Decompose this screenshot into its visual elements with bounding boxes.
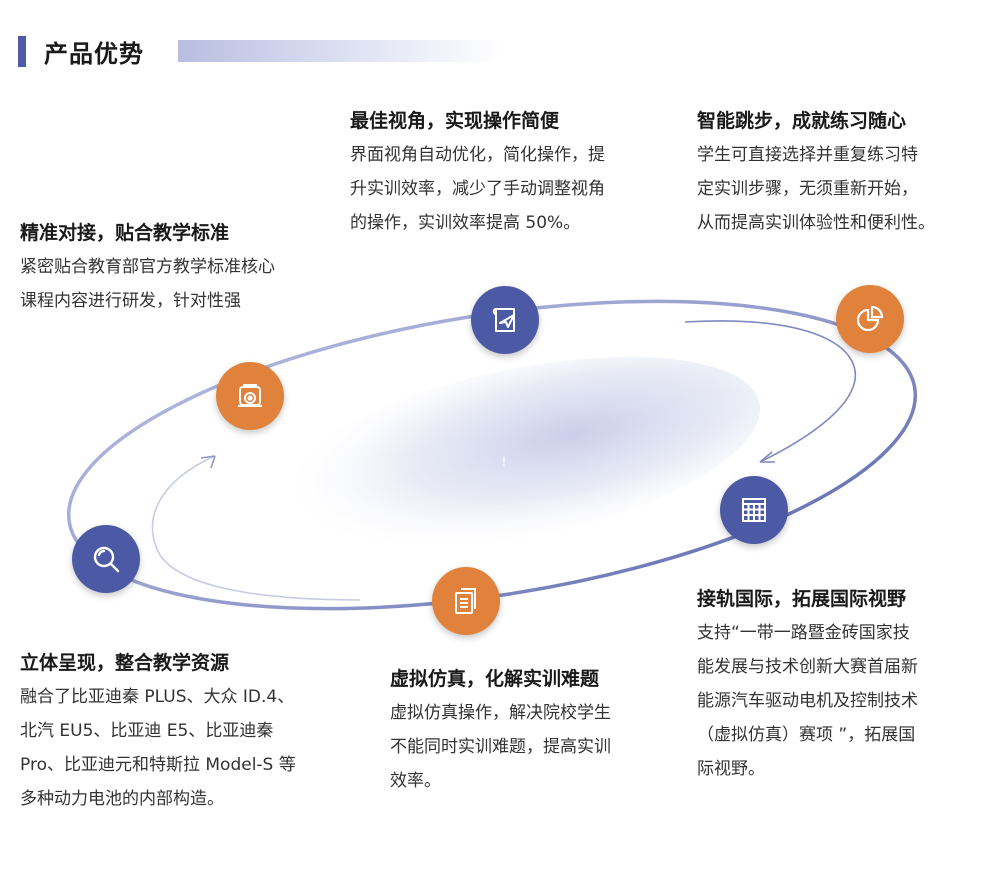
desc-line: 虚拟仿真操作，解决院校学生 bbox=[390, 703, 611, 723]
feature-view: 最佳视角，实现操作简便 界面视角自动优化，简化操作，提 升实训效率，减少了手动调… bbox=[350, 108, 670, 240]
page-title: 产品优势 bbox=[44, 40, 144, 68]
desc-line: 效率。 bbox=[390, 771, 441, 791]
inner-arc-left bbox=[151, 455, 361, 601]
feature-precise-title: 精准对接，贴合教学标准 bbox=[20, 222, 230, 244]
desc-line: 能源汽车驱动电机及控制技术 bbox=[697, 691, 918, 711]
feature-virtual-title: 虚拟仿真，化解实训难题 bbox=[390, 668, 600, 690]
desc-line: 紧密贴合教育部官方教学标准核心 bbox=[20, 257, 275, 277]
grid-table-icon bbox=[720, 476, 788, 544]
desc-line: Pro、比亚迪元和特斯拉 Model-S 等 bbox=[20, 755, 296, 775]
feature-virtual-desc: 虚拟仿真操作，解决院校学生 不能同时实训难题，提高实训 效率。 bbox=[390, 696, 680, 798]
feature-precise: 精准对接，贴合教学标准 紧密贴合教育部官方教学标准核心 课程内容进行研发，针对性… bbox=[20, 220, 350, 318]
search-icon bbox=[72, 525, 140, 593]
desc-line: 融合了比亚迪秦 PLUS、大众 ID.4、 bbox=[20, 687, 295, 707]
header-gradient-bar bbox=[178, 40, 500, 62]
document-icon bbox=[432, 567, 500, 635]
inner-arc-right bbox=[684, 320, 857, 463]
feature-view-title: 最佳视角，实现操作简便 bbox=[350, 110, 560, 132]
feature-stereo: 立体呈现，整合教学资源 融合了比亚迪秦 PLUS、大众 ID.4、 北汽 EU5… bbox=[20, 650, 365, 816]
feature-intl-title: 接轨国际，拓展国际视野 bbox=[697, 588, 907, 610]
center-glow bbox=[269, 356, 761, 554]
feature-precise-desc: 紧密贴合教育部官方教学标准核心 课程内容进行研发，针对性强 bbox=[20, 250, 350, 318]
feature-intl-desc: 支持“一带一路暨金砖国家技 能发展与技术创新大赛首届新 能源汽车驱动电机及控制技… bbox=[697, 616, 987, 786]
desc-line: 际视野。 bbox=[697, 759, 765, 779]
scroll-plane-icon bbox=[471, 286, 539, 354]
pie-chart-icon bbox=[836, 285, 904, 353]
feature-stereo-title: 立体呈现，整合教学资源 bbox=[20, 652, 230, 674]
center-mark: ! bbox=[502, 453, 506, 469]
feature-skip: 智能跳步，成就练习随心 学生可直接选择并重复练习特 定实训步骤，无须重新开始， … bbox=[697, 108, 987, 240]
feature-skip-title: 智能跳步，成就练习随心 bbox=[697, 110, 907, 132]
desc-line: 多种动力电池的内部构造。 bbox=[20, 789, 224, 809]
desc-line: 不能同时实训难题，提高实训 bbox=[390, 737, 611, 757]
feature-virtual: 虚拟仿真，化解实训难题 虚拟仿真操作，解决院校学生 不能同时实训难题，提高实训 … bbox=[390, 666, 680, 798]
desc-line: 课程内容进行研发，针对性强 bbox=[20, 291, 241, 311]
desc-line: 的操作，实训效率提高 50%。 bbox=[350, 213, 581, 233]
desc-line: 界面视角自动优化，简化操作，提 bbox=[350, 145, 605, 165]
desc-line: 北汽 EU5、比亚迪 E5、比亚迪秦 bbox=[20, 721, 274, 741]
feature-view-desc: 界面视角自动优化，简化操作，提 升实训效率，减少了手动调整视角 的操作，实训效率… bbox=[350, 138, 670, 240]
inner-arc-left-arrow bbox=[200, 455, 216, 469]
feature-skip-desc: 学生可直接选择并重复练习特 定实训步骤，无须重新开始， 从而提高实训体验性和便利… bbox=[697, 138, 987, 240]
section-header: 产品优势 bbox=[18, 36, 518, 68]
desc-line: 从而提高实训体验性和便利性。 bbox=[697, 213, 935, 233]
desc-line: （虚拟仿真）赛项 ”，拓展国 bbox=[697, 725, 916, 745]
desc-line: 支持“一带一路暨金砖国家技 bbox=[697, 623, 910, 643]
desc-line: 升实训效率，减少了手动调整视角 bbox=[350, 179, 605, 199]
inner-arc-right-arrow bbox=[759, 451, 775, 463]
outer-ring bbox=[66, 299, 918, 611]
feature-stereo-desc: 融合了比亚迪秦 PLUS、大众 ID.4、 北汽 EU5、比亚迪 E5、比亚迪秦… bbox=[20, 680, 365, 816]
desc-line: 能发展与技术创新大赛首届新 bbox=[697, 657, 918, 677]
desc-line: 定实训步骤，无须重新开始， bbox=[697, 179, 918, 199]
header-accent-bar bbox=[18, 36, 26, 67]
camera-icon bbox=[216, 362, 284, 430]
desc-line: 学生可直接选择并重复练习特 bbox=[697, 145, 918, 165]
feature-intl: 接轨国际，拓展国际视野 支持“一带一路暨金砖国家技 能发展与技术创新大赛首届新 … bbox=[697, 586, 987, 786]
